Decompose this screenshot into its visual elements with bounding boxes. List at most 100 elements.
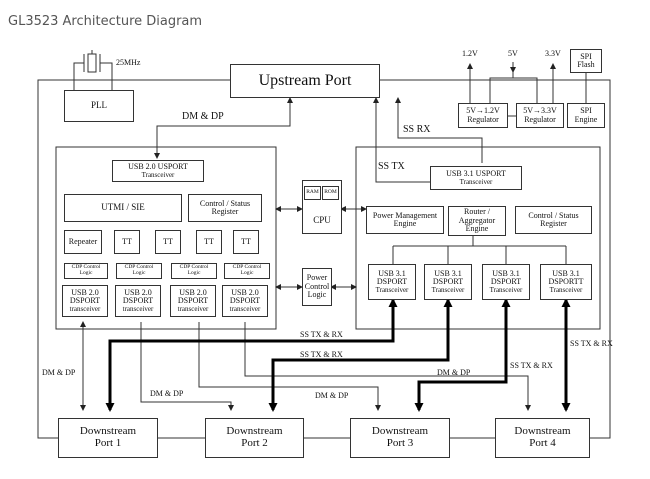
- cdp-line1: CDP Control: [124, 264, 154, 271]
- usb2-dsport-line1: USB 2.0: [231, 287, 259, 297]
- signal-ss-rx: SS RX: [403, 124, 431, 135]
- usb2-usport-line2: Transceiver: [141, 170, 175, 179]
- cpu-label: CPU: [313, 214, 331, 225]
- downstream-port-3: Downstream Port 3: [350, 418, 450, 458]
- usb2-dsport-line1: USB 2.0: [124, 287, 152, 297]
- chip-outline: [37, 79, 230, 439]
- cdp-line2: Logic: [132, 270, 146, 276]
- signal-dm-dp-4: DM & DP: [437, 368, 471, 377]
- downstream-port-1: Downstream Port 1: [58, 418, 158, 458]
- pll-label: PLL: [90, 100, 107, 111]
- downstream-port-1-line1: Downstream: [79, 425, 137, 438]
- usb31-dsport-line3: Transceiver: [375, 285, 409, 294]
- spi-engine-line2: Engine: [574, 114, 598, 124]
- spi-flash-line2: Flash: [577, 60, 595, 69]
- chip-outline-right: [380, 79, 611, 439]
- control-status-register-left: Control / Status Register: [188, 194, 262, 222]
- usb2-usport-line1: USB 2.0 USPORT: [128, 162, 188, 172]
- cdp-line2: Logic: [187, 270, 201, 276]
- tt-3: TT: [196, 230, 222, 254]
- control-status-left-line1: Control / Status: [199, 198, 251, 208]
- spi-flash: SPI Flash: [570, 49, 602, 73]
- usb31-usport-line1: USB 3.1 USPORT: [446, 169, 506, 179]
- cdp-line1: CDP Control: [232, 264, 262, 271]
- repeater: Repeater: [64, 230, 102, 254]
- ram-box: RAM: [304, 186, 321, 200]
- voltage-3v3: 3.3V: [545, 49, 561, 58]
- regulator-3v3-line2: Regulator: [524, 114, 556, 124]
- cdp-line2: Logic: [79, 270, 93, 276]
- usb2-dsport-line3: transceiver: [177, 304, 209, 313]
- cdp-line1: CDP Control: [71, 264, 101, 271]
- usb31-dsport-line2: DSPORT: [490, 277, 522, 287]
- signal-dm-dp-1: DM & DP: [42, 368, 76, 377]
- pcl-line1: Power: [306, 273, 328, 283]
- regulator-1v2: 5V→1.2V Regulator: [458, 103, 508, 128]
- usb31-dsport-line3: Transceiver: [489, 285, 523, 294]
- downstream-port-3-line1: Downstream: [371, 425, 429, 438]
- usb2-dsport-line2: DSPORT: [122, 296, 154, 306]
- ram-label: RAM: [306, 189, 319, 196]
- repeater-label: Repeater: [68, 236, 98, 246]
- pme-line1: Power Management: [372, 210, 438, 220]
- spi-flash-line1: SPI: [580, 51, 592, 61]
- utmi-sie: UTMI / SIE: [64, 194, 182, 222]
- usb2-dsport-line2: DSPORT: [177, 296, 209, 306]
- crystal-label: 25MHz: [116, 58, 141, 67]
- usb31-dsport-line3: Transceiver: [431, 285, 465, 294]
- spi-engine: SPI Engine: [567, 103, 605, 128]
- signal-ss-tx-rx-1: SS TX & RX: [300, 330, 343, 339]
- usb31-dsport-line1: USB 3.1: [434, 268, 462, 278]
- voltage-5v: 5V: [508, 49, 518, 58]
- usb31-dsport-line2: DSPORT: [376, 277, 408, 287]
- tt-label: TT: [122, 236, 132, 246]
- voltage-1v2: 1.2V: [462, 49, 478, 58]
- signal-dm-dp-upstream: DM & DP: [182, 111, 224, 122]
- spi-engine-line1: SPI: [580, 106, 592, 116]
- downstream-port-2: Downstream Port 2: [205, 418, 304, 458]
- tt-label: TT: [241, 236, 251, 246]
- pll-box: PLL: [64, 90, 134, 122]
- router-line1: Router /: [464, 207, 490, 217]
- control-status-register-right: Control / Status Register: [515, 206, 592, 234]
- utmi-sie-label: UTMI / SIE: [101, 202, 145, 213]
- router-line3: Engine: [465, 224, 489, 234]
- signal-ss-tx-rx-4: SS TX & RX: [570, 339, 613, 348]
- signal-ss-tx-rx-3: SS TX & RX: [510, 361, 553, 370]
- upstream-port: Upstream Port: [230, 64, 380, 98]
- regulator-3v3: 5V→3.3V Regulator: [516, 103, 564, 128]
- usb31-dsportt-line2: DSPORTT: [548, 277, 584, 287]
- usb2-dsport-line2: DSPORT: [229, 296, 261, 306]
- cdp-line1: CDP Control: [179, 264, 209, 271]
- control-status-right-line2: Register: [540, 219, 567, 228]
- usb2-dsport-line3: transceiver: [229, 304, 261, 313]
- downstream-port-2-line1: Downstream: [226, 425, 283, 438]
- tt-label: TT: [204, 236, 214, 246]
- tt-4: TT: [233, 230, 259, 254]
- usb31-dsport-line2: DSPORT: [432, 277, 464, 287]
- usb2-usport-transceiver: USB 2.0 USPORT Transceiver: [112, 160, 204, 182]
- power-control-logic: Power Control Logic: [302, 268, 332, 306]
- control-status-right-line1: Control / Status: [528, 210, 579, 220]
- signal-dm-dp-3: DM & DP: [315, 391, 349, 400]
- usb2-dsport-line2: DSPORT: [69, 296, 101, 306]
- signal-dm-dp-2: DM & DP: [150, 389, 184, 398]
- router-aggregator-engine: Router / Aggregator Engine: [448, 206, 506, 236]
- tt-label: TT: [163, 236, 173, 246]
- signal-ss-tx-rx-2: SS TX & RX: [300, 350, 343, 359]
- downstream-port-4-line1: Downstream: [514, 425, 571, 438]
- page-title: GL3523 Architecture Diagram: [8, 14, 203, 29]
- power-management-engine: Power Management Engine: [366, 206, 444, 234]
- rom-label: ROM: [324, 189, 337, 196]
- rom-box: ROM: [322, 186, 339, 200]
